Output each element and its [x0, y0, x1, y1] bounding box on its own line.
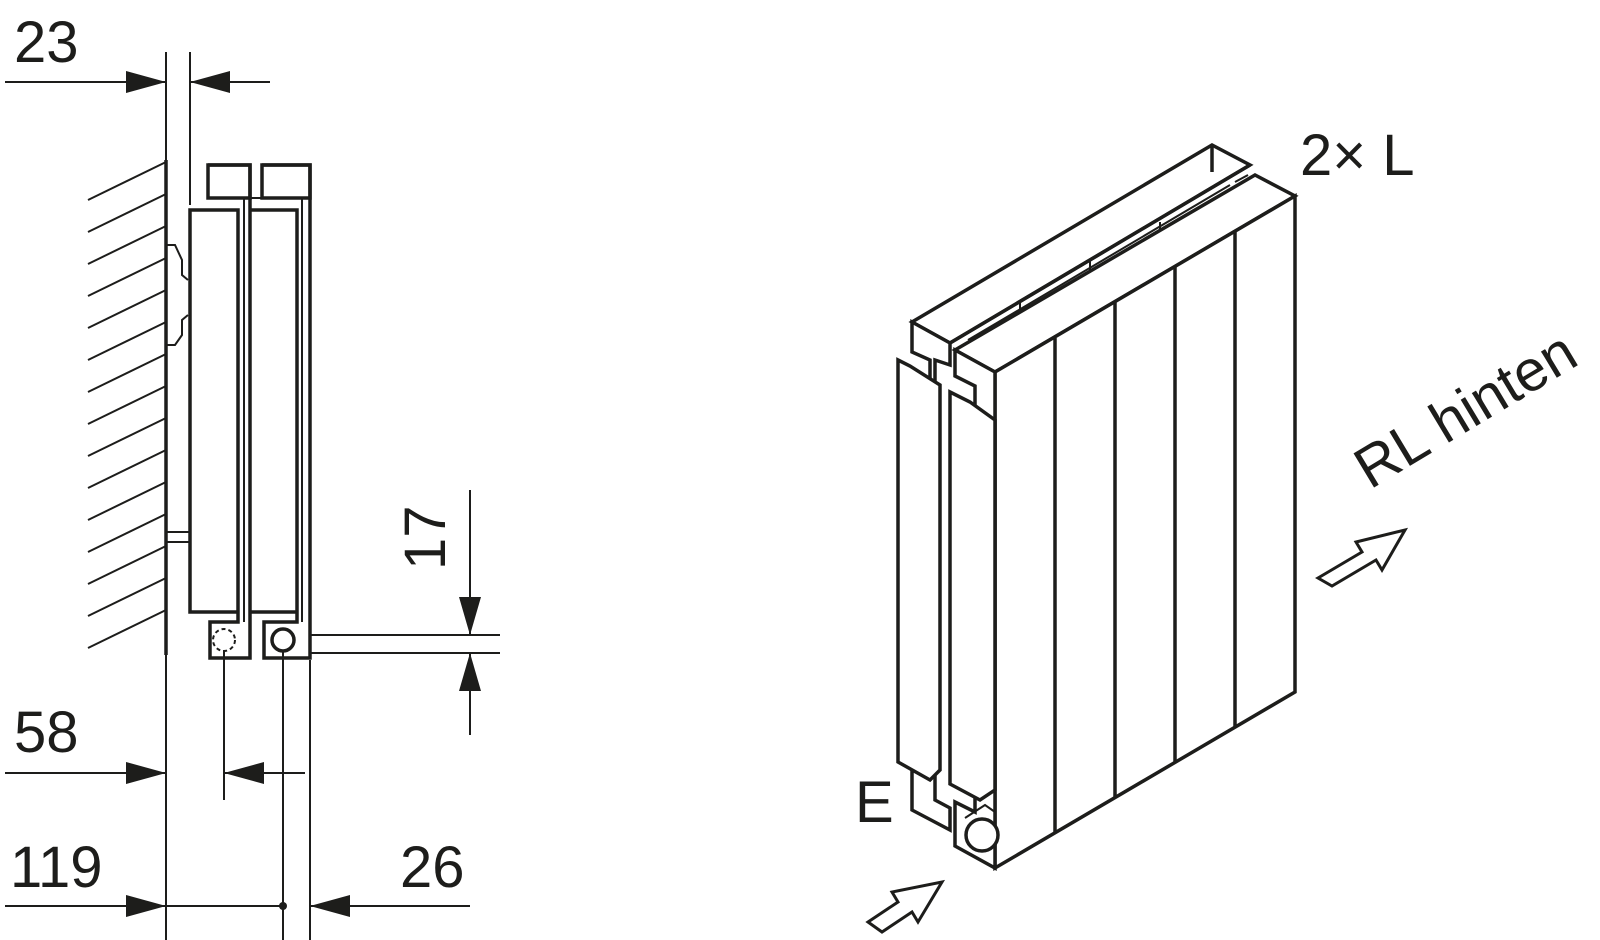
return-arrow [1315, 527, 1409, 588]
return-rear-label: RL hinten [1343, 319, 1587, 501]
sections-label: 2× L [1300, 123, 1415, 188]
bracket-foot [166, 531, 190, 543]
dim-wall-gap-label: 23 [14, 10, 79, 75]
wall-bracket [166, 244, 189, 346]
side-section-view: 23 17 58 [5, 10, 500, 940]
front-panel-fin [948, 389, 997, 803]
front-face-grooves [1053, 232, 1237, 833]
rear-panel-fin [896, 357, 942, 783]
inlet-arrow [865, 879, 946, 934]
dim-front-connection: 58 [5, 650, 305, 940]
dim-front-connection-label: 58 [14, 700, 79, 765]
rear-connection-hidden [212, 628, 236, 652]
wall-hatching [87, 161, 167, 649]
dim-panel-gap: 26 [310, 835, 470, 917]
dim-vertical-offset-label: 17 [393, 505, 458, 570]
inlet-label: E [855, 770, 894, 835]
dim-rear-connection: 119 [5, 650, 311, 940]
dim-rear-connection-label: 119 [10, 835, 102, 900]
dim-wall-gap: 23 [5, 10, 270, 205]
front-panel-profile [250, 163, 312, 660]
dim-vertical-offset: 17 [310, 490, 500, 735]
dim-panel-gap-label: 26 [400, 835, 465, 900]
inlet-connector [964, 817, 1000, 853]
front-connection [270, 627, 296, 653]
isometric-view: 2× L RL hinten E [855, 123, 1588, 934]
rear-panel-profile [188, 163, 252, 660]
